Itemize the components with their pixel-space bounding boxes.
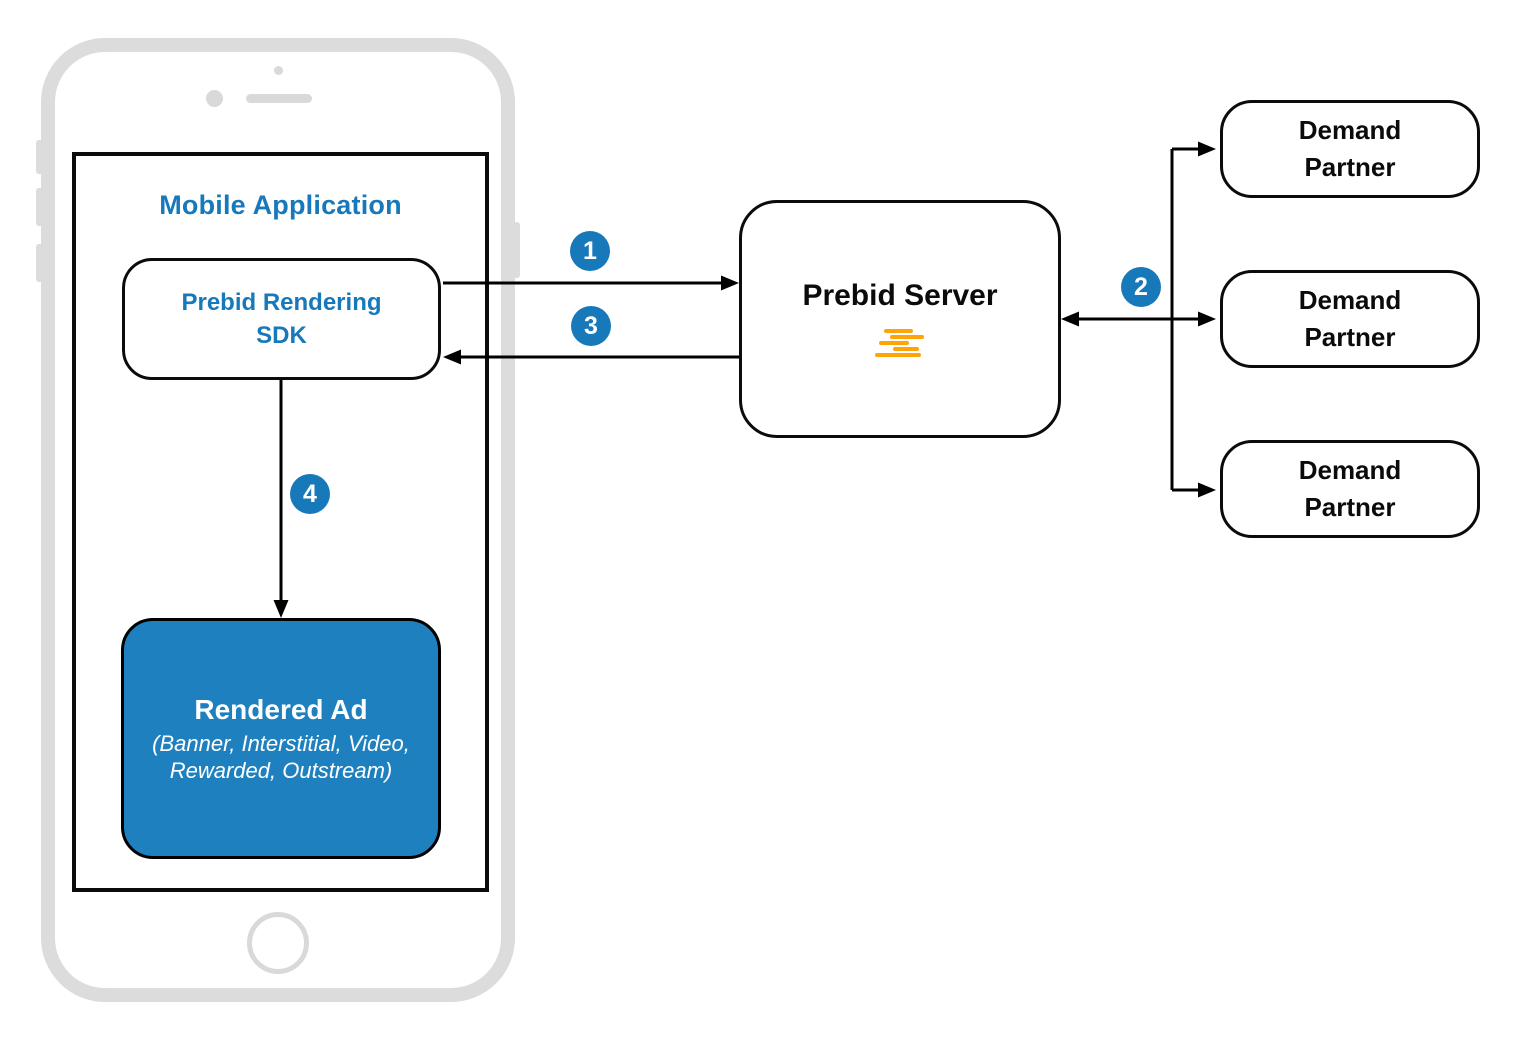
demand-partner-label-line2: Partner <box>1304 152 1396 182</box>
demand-partner-node-3: Demand Partner <box>1220 440 1480 538</box>
sdk-label-line2: SDK <box>256 322 307 349</box>
front-camera-icon <box>206 90 223 107</box>
rendered-ad-node: Rendered Ad (Banner, Interstitial, Video… <box>121 618 441 859</box>
volume-down-button-icon <box>36 244 43 282</box>
proximity-sensor-icon <box>274 66 283 75</box>
demand-partner-label-line1: Demand <box>1298 285 1402 315</box>
mobile-application-title: Mobile Application <box>159 190 402 220</box>
demand-partner-node-2: Demand Partner <box>1220 270 1480 368</box>
rendered-ad-subtitle-line1: (Banner, Interstitial, Video, <box>152 730 410 756</box>
prebid-logo-icon <box>875 328 925 360</box>
demand-partner-label-line1: Demand <box>1298 455 1402 485</box>
home-button-icon <box>247 912 309 974</box>
demand-partner-label-line1: Demand <box>1298 115 1402 145</box>
step-4-badge: 4 <box>290 474 330 514</box>
power-button-icon <box>513 222 520 278</box>
rendered-ad-title: Rendered Ad <box>194 693 368 725</box>
demand-partner-label-line2: Partner <box>1304 492 1396 522</box>
step-1-badge: 1 <box>570 231 610 271</box>
demand-partner-label-line2: Partner <box>1304 322 1396 352</box>
prebid-server-node: Prebid Server <box>739 200 1061 438</box>
demand-partner-node-1: Demand Partner <box>1220 100 1480 198</box>
step-3-badge: 3 <box>571 306 611 346</box>
mute-switch-icon <box>36 140 43 174</box>
speaker-icon <box>246 94 312 103</box>
sdk-label-line1: Prebid Rendering <box>181 289 382 316</box>
step-2-badge: 2 <box>1121 267 1161 307</box>
volume-up-button-icon <box>36 188 43 226</box>
prebid-rendering-sdk-node: Prebid Rendering SDK <box>122 258 441 380</box>
prebid-server-label: Prebid Server <box>802 278 998 312</box>
rendered-ad-subtitle-line2: Rewarded, Outstream) <box>169 757 393 783</box>
